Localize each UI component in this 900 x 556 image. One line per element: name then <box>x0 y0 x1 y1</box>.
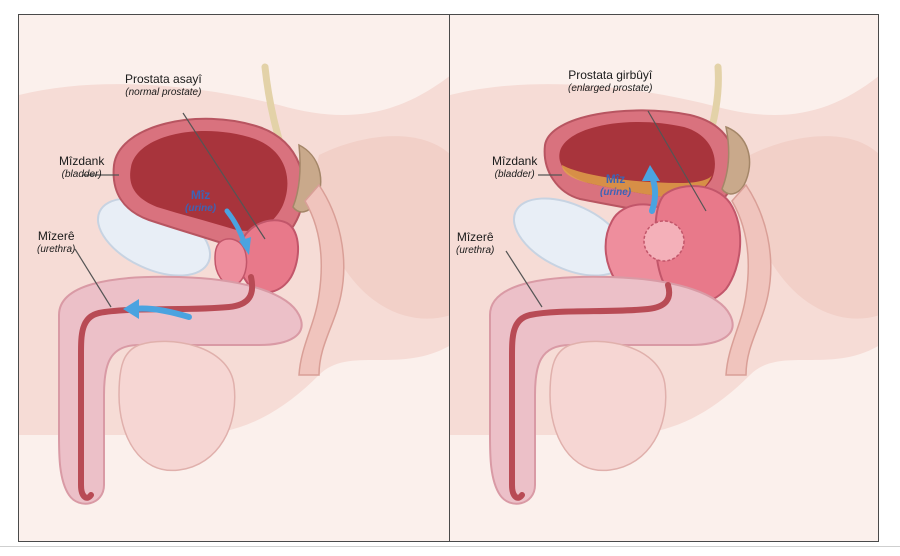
urine-label-translation: (urine) <box>600 187 632 198</box>
median-lobe <box>643 220 685 262</box>
prostate-label: Prostata asayî (normal prostate) <box>125 73 202 99</box>
urethra-tube <box>509 282 673 501</box>
normal-prostate-panel: Prostata asayî (normal prostate) Mîzdank… <box>18 14 450 542</box>
seminal-vesicle <box>721 125 751 195</box>
penis-shaft <box>489 275 734 505</box>
scrotum <box>118 340 236 472</box>
urethra-label: Mîzerê (urethra) <box>37 230 75 256</box>
scrotum <box>549 340 667 472</box>
prostate-leader <box>647 110 707 212</box>
bladder-label-text: Mîzdank <box>59 154 105 168</box>
urethra-label-text: Mîzerê <box>37 229 75 243</box>
bladder-label-translation: (bladder) <box>494 169 535 180</box>
bladder-label: Mîzdank (bladder) <box>59 155 104 181</box>
urethra-label-text: Mîzerê <box>456 230 494 244</box>
prostate-label-translation: (normal prostate) <box>125 87 202 98</box>
bladder-label: Mîzdank (bladder) <box>492 155 537 181</box>
rectum <box>725 183 772 376</box>
penis-shaft <box>58 275 303 505</box>
urine-label: Mîz (urine) <box>185 189 216 215</box>
enlarged-prostate-panel: Prostata girbûyî (enlarged prostate) Mîz… <box>449 14 879 542</box>
urethra-leader <box>505 250 543 308</box>
urine-label-text: Mîz <box>190 188 211 202</box>
normal-anatomy-illustration <box>19 15 449 541</box>
urine-flow-arrowhead <box>123 299 139 319</box>
rectum <box>298 183 345 376</box>
urethra-tube <box>78 274 256 501</box>
bladder-label-translation: (bladder) <box>61 169 102 180</box>
urine-label-text: Mîz <box>605 172 626 186</box>
bladder-label-text: Mîzdank <box>492 154 538 168</box>
buttock-shape <box>315 136 449 319</box>
urine-retention-arrow <box>649 174 658 214</box>
prostate-label-text: Prostata girbûyî <box>568 68 653 82</box>
prostate-gland <box>237 219 300 294</box>
bladder-lumen <box>130 131 288 231</box>
prostate-label: Prostata girbûyî (enlarged prostate) <box>568 69 653 95</box>
urethra-leader <box>74 248 112 308</box>
urethra-label: Mîzerê (urethra) <box>456 231 494 257</box>
urine-label: Mîz (urine) <box>600 173 631 199</box>
prostate-label-translation: (enlarged prostate) <box>568 83 653 94</box>
buttock-shape <box>746 136 878 319</box>
urine-drop-arrowhead <box>239 237 251 255</box>
urine-label-translation: (urine) <box>185 203 217 214</box>
bottom-divider <box>0 546 900 547</box>
urethra-label-translation: (urethra) <box>456 245 495 256</box>
urine-retention-arrowhead <box>642 165 660 181</box>
enlarged-anatomy-illustration <box>450 15 878 541</box>
urethra-label-translation: (urethra) <box>37 244 76 255</box>
prostate-leader <box>182 112 266 240</box>
prostate-label-text: Prostata asayî <box>125 72 202 86</box>
